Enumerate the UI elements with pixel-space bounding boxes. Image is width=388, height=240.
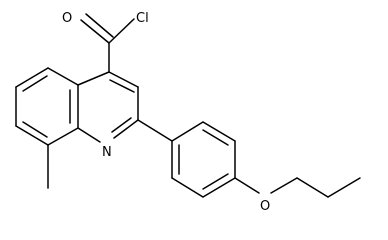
- bond-c4a-c5: [47, 67, 79, 86]
- bond-c7-c8-b: [22, 121, 48, 138]
- bond-carbonyl-o-double-b: [85, 13, 114, 38]
- molecule-structure-diagram: O Cl N O: [15, 11, 361, 214]
- bond-ph2-ph3-inner: [202, 129, 229, 146]
- bond-ph1-ph2: [171, 121, 204, 142]
- bond-c4a-c4: [77, 71, 110, 86]
- carbonyl-oxygen-label: O: [62, 11, 72, 26]
- chlorine-label: Cl: [136, 11, 149, 26]
- quinoline-benzo-ring: [15, 67, 79, 189]
- bond-ph5-ph6: [171, 177, 204, 198]
- carbonyl-chloride-group: [80, 13, 135, 73]
- bond-ph4-ether-o: [234, 177, 260, 194]
- bond-c2-phenyl: [137, 119, 173, 142]
- bond-c4-c3-double-a: [108, 71, 139, 88]
- bond-c2-n1-a: [113, 119, 139, 139]
- bond-c5-c6-b: [22, 75, 48, 92]
- bond-ph2-ph3: [202, 121, 236, 142]
- bond-c7-c8-a: [15, 125, 49, 146]
- bond-ch2-ch3: [327, 177, 361, 198]
- bond-c8-c8a: [47, 127, 79, 146]
- bond-n1-c8a: [77, 127, 101, 143]
- atom-labels: O Cl N O: [62, 11, 270, 214]
- bond-c2-n1-b: [111, 117, 132, 133]
- phenyl-ring: [137, 119, 236, 198]
- bond-ph4-ph5-inner: [202, 173, 229, 190]
- bond-c5-c6-a: [15, 67, 49, 88]
- bond-ph4-ph5: [202, 177, 236, 198]
- ether-oxygen-label: O: [260, 199, 270, 214]
- bond-c4-c3-double-b: [109, 79, 135, 93]
- bond-ch2-ch2: [296, 177, 329, 198]
- quinoline-pyridine-ring: [77, 71, 139, 143]
- bond-ether-o-ch2: [270, 177, 298, 194]
- bond-carbonyl-o-double-a: [80, 19, 110, 44]
- bond-carbonyl-cl: [108, 18, 135, 44]
- propoxy-chain: [234, 177, 361, 198]
- ring-nitrogen-label: N: [102, 145, 112, 160]
